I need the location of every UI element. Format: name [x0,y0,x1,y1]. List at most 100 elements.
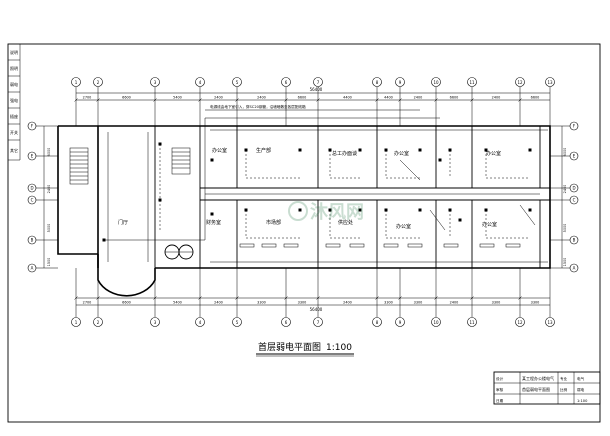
axis-bubble [93,77,103,87]
axis-bubble [372,77,382,87]
dim-text: 6600 [298,96,307,100]
title-block-label: 审核 [496,387,504,392]
room-label-office-2: 办公室 [394,150,409,157]
dim-text: 6600 [531,96,540,100]
axis-label: 13 [547,320,553,325]
title-block-value: 电气 [577,376,585,381]
axis-label: E [31,154,34,159]
room-label-office-3: 办公室 [486,150,501,157]
room-label-office-1: 办公室 [212,147,227,154]
total-dim-top: 56400 [310,87,323,92]
axis-label: 13 [547,80,553,85]
outlet-icon [418,208,422,212]
axis-label: B [31,238,34,243]
axis-label: B [573,238,576,243]
axis-label: 3 [154,80,157,85]
axis-bubble [515,317,525,327]
axis-label: D [572,186,575,191]
axis-bubble [395,77,405,87]
axis-bubble [569,263,579,273]
axis-bubble [27,183,37,193]
dim-text: 5000 [47,224,51,233]
outlet-icon [458,218,462,222]
axis-label: 11 [469,80,475,85]
dim-text: 4400 [384,96,393,100]
axis-label: 9 [399,320,402,325]
dim-text: 2400 [414,96,423,100]
axis-bubble [232,317,242,327]
legend-item: 说明 [10,49,18,55]
sheet-border [7,43,601,423]
top-note: 电源线由地下室引入，穿SC20钢管，沿墙暗敷至各层配线箱 [210,104,306,109]
room-label-lobby: 门厅 [118,219,128,226]
outlet-icon [328,148,332,152]
outlet-icon [484,148,488,152]
axis-label: 11 [469,320,475,325]
room-label-finance: 财务室 [206,219,221,226]
axis-label: 12 [517,320,523,325]
room-label-office-5: 办公室 [482,221,497,228]
axis-bubble [569,195,579,205]
axis-label: 8 [376,80,379,85]
axis-bubble [71,77,81,87]
outlet-icon [298,208,302,212]
dim-text: 2400 [257,96,266,100]
title-block-label: 设计 [496,376,504,381]
dim-text: 3300 [384,301,393,305]
outlet-icon [102,238,106,242]
axis-label: F [31,124,34,129]
axis-label: C [31,198,34,203]
drawing-scale: 1:100 [326,343,352,353]
dim-text: 6600 [122,96,131,100]
axis-bubble [232,77,242,87]
outlet-icon [298,148,302,152]
outlet-icon [158,142,162,146]
legend-item: 强电 [10,97,18,103]
dim-text: 2400 [343,301,352,305]
axis-bubble [150,317,160,327]
axis-label: 1 [75,80,78,85]
outlet-icon [158,198,162,202]
watermark: 沐风网 [288,201,364,223]
axis-bubble [281,77,291,87]
dim-text: 5000 [563,224,567,233]
axis-bubble [467,77,477,87]
axis-bubble [195,317,205,327]
axis-label: 10 [433,80,439,85]
building-walls [57,125,551,297]
axis-label: C [573,198,576,203]
axis-label: A [31,266,34,271]
dim-text: 4400 [343,96,352,100]
dim-text: 3300 [492,301,501,305]
axis-bubble [569,151,579,161]
room-label-supply: 供应处 [338,219,353,226]
title-block-label: 日期 [496,398,504,403]
axis-bubble [281,317,291,327]
title-block-value: 1:100 [577,399,588,403]
axis-label: 2 [97,320,100,325]
axis-bubble [27,151,37,161]
title-block-label: 比例 [560,387,568,392]
axis-label: D [30,186,33,191]
axis-label: 4 [199,320,202,325]
dim-text: 2400 [214,301,223,305]
axis-label: 5 [236,80,239,85]
axis-bubble [545,77,555,87]
axis-bubble [313,77,323,87]
outlet-icon [438,158,442,162]
axis-bubble [569,235,579,245]
dim-text: 3300 [531,301,540,305]
axis-bubble [431,77,441,87]
axis-bubble [27,235,37,245]
axis-label: 8 [376,320,379,325]
outlet-icon [484,208,488,212]
axis-bubble [195,77,205,87]
dim-text: 3300 [257,301,266,305]
axis-bubble [93,317,103,327]
window-marks [239,243,521,248]
axis-bubble [372,317,382,327]
